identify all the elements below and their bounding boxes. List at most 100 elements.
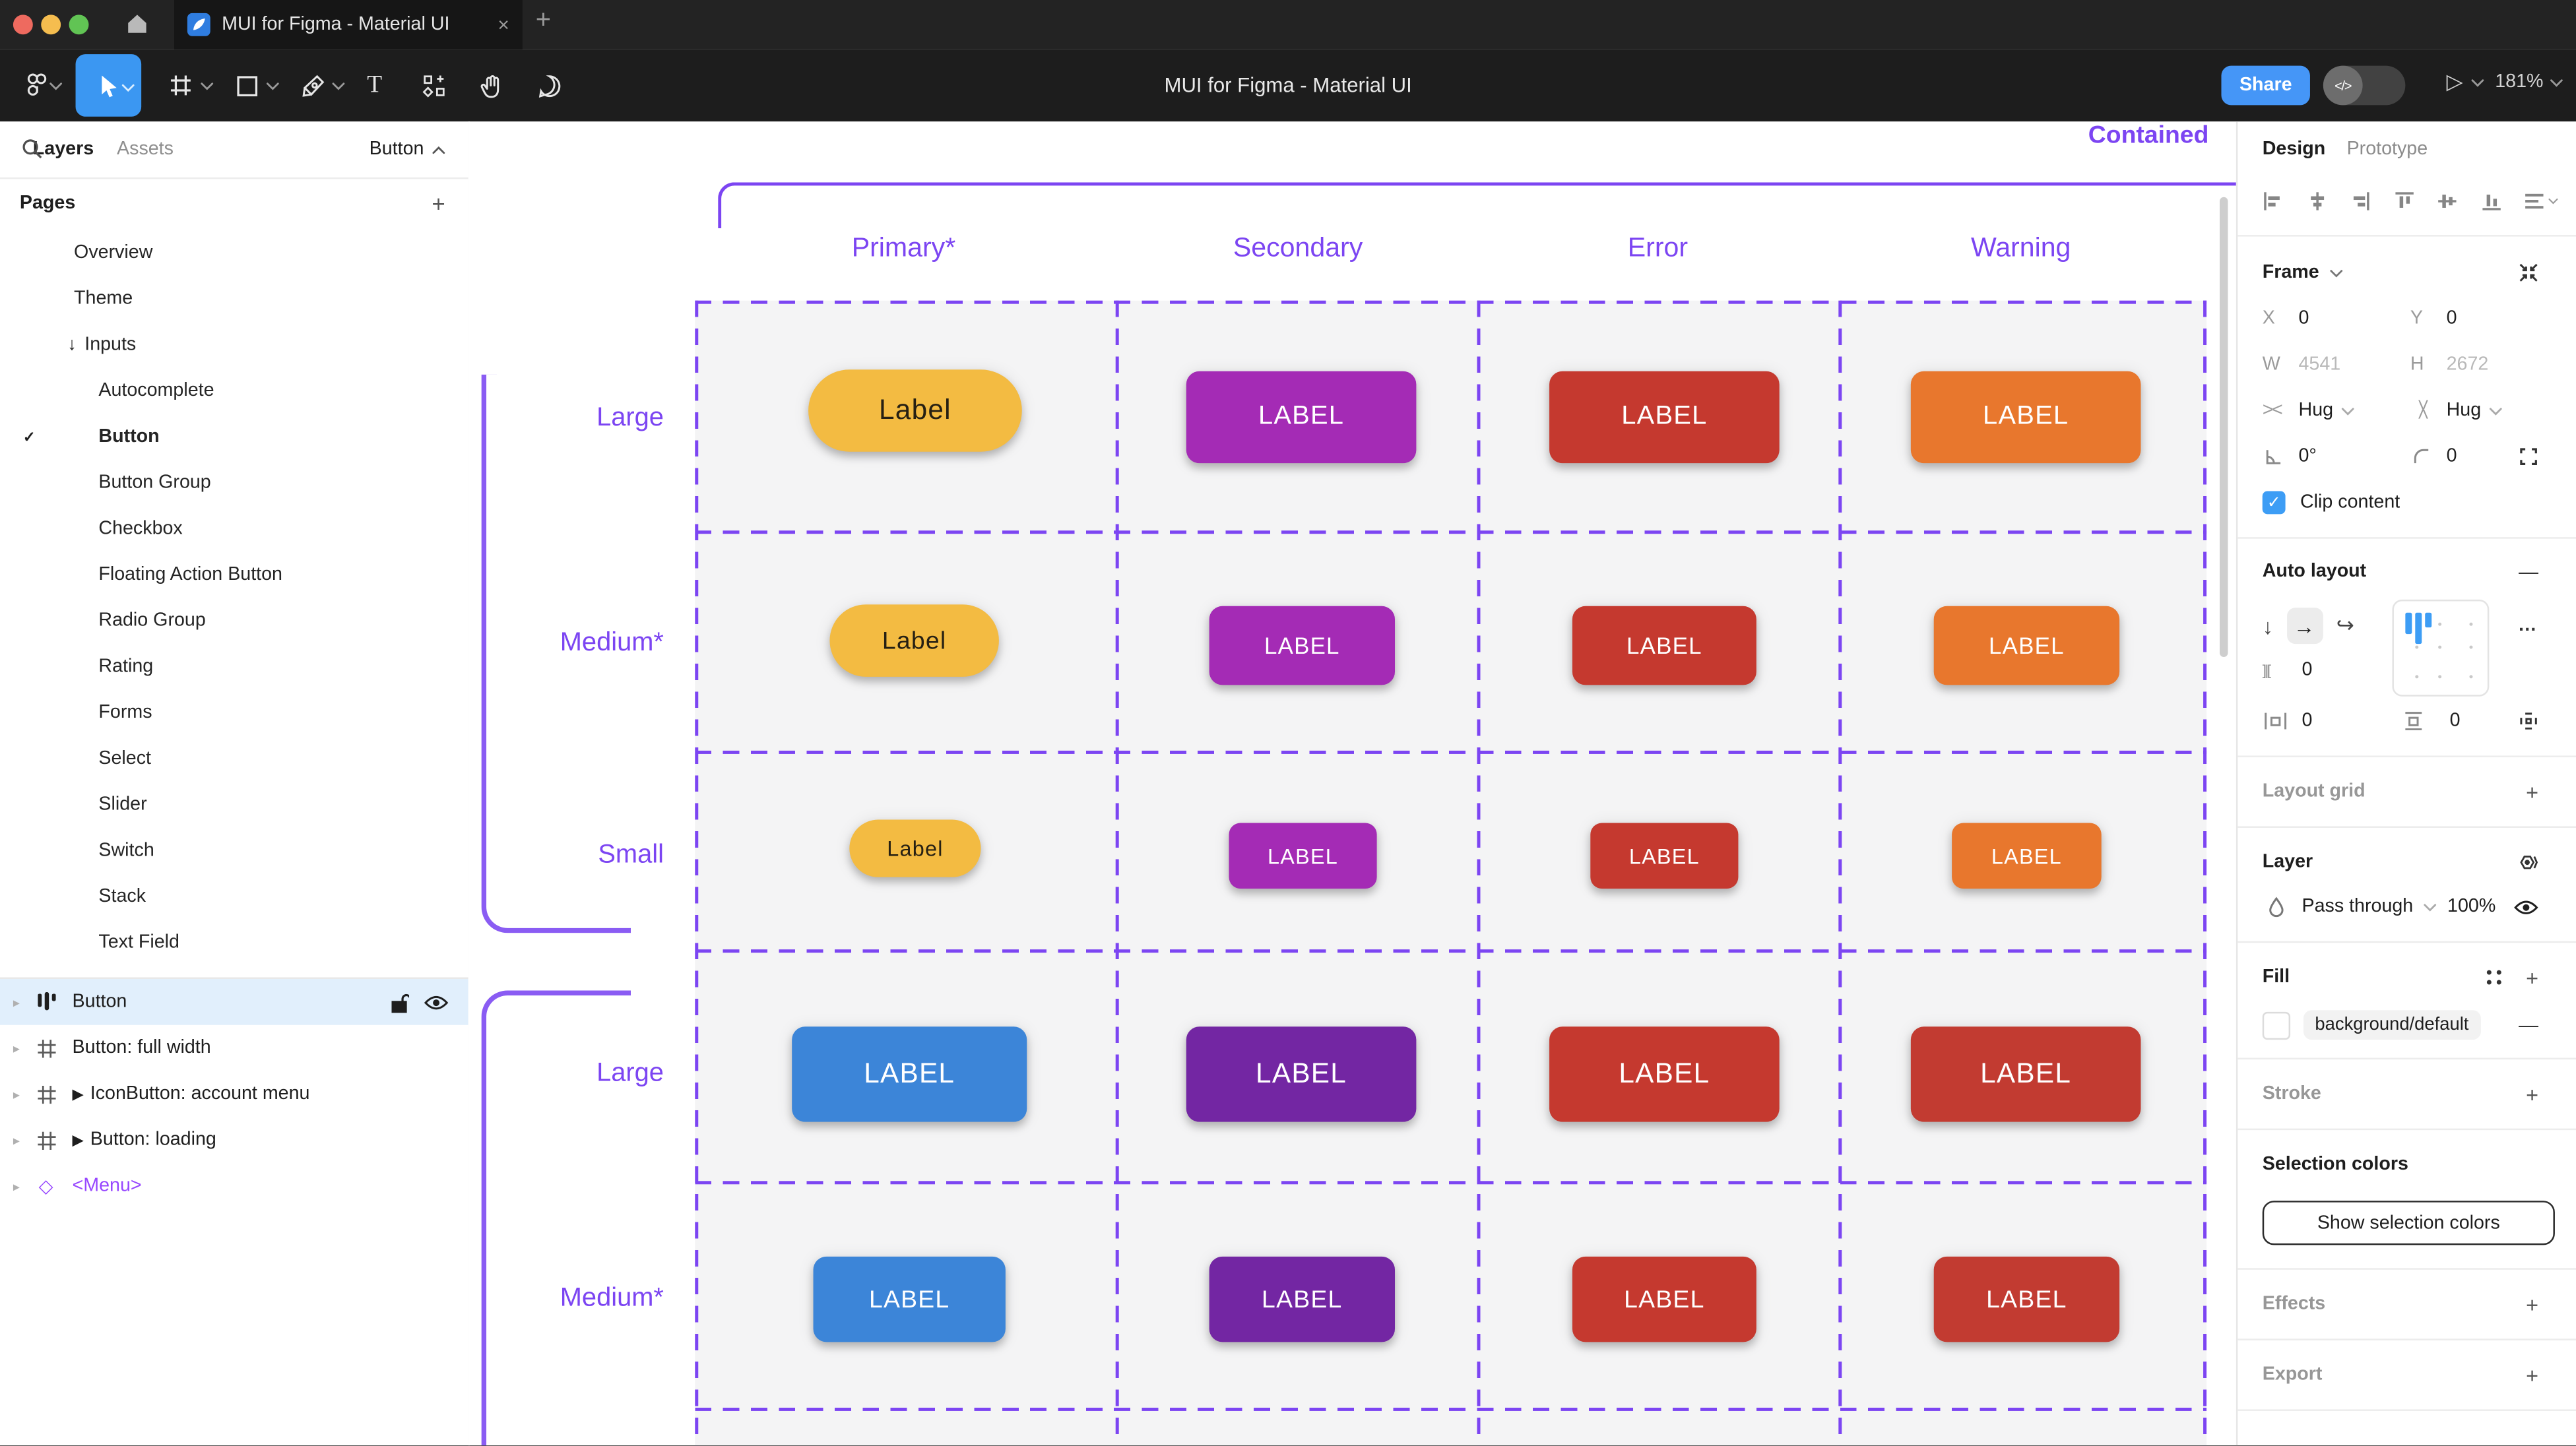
mui-button-sample[interactable]: Label: [849, 819, 981, 877]
mui-button-sample[interactable]: LABEL: [792, 1026, 1027, 1122]
add-fill-button[interactable]: +: [2526, 964, 2539, 990]
individual-padding-icon[interactable]: [2519, 711, 2538, 731]
mui-button-sample[interactable]: LABEL: [1952, 823, 2102, 889]
add-layout-grid-button[interactable]: +: [2526, 779, 2539, 804]
clip-content-checkbox[interactable]: ✓: [2262, 491, 2286, 515]
page-selector[interactable]: Button: [370, 140, 445, 160]
dev-mode-toggle[interactable]: </>: [2323, 65, 2406, 106]
sidebar-page-item[interactable]: Select: [0, 736, 468, 782]
comment-tool-icon[interactable]: [532, 49, 565, 122]
sidebar-page-item[interactable]: Overview: [0, 230, 468, 276]
mui-button-sample[interactable]: LABEL: [1549, 1026, 1780, 1122]
layer-visibility-icon[interactable]: [2514, 898, 2538, 916]
mui-button-sample[interactable]: LABEL: [1549, 371, 1780, 464]
mui-button-sample[interactable]: LABEL: [1933, 1256, 2120, 1342]
tab-prototype[interactable]: Prototype: [2346, 139, 2428, 160]
share-button[interactable]: Share: [2221, 65, 2310, 106]
mui-button-sample[interactable]: LABEL: [1933, 606, 2120, 685]
add-effect-button[interactable]: +: [2526, 1292, 2539, 1317]
shape-tool-icon[interactable]: [230, 49, 263, 122]
expand-chevron-icon[interactable]: ▸: [13, 1132, 20, 1148]
mui-button-sample[interactable]: LABEL: [1229, 823, 1377, 889]
fill-color-swatch[interactable]: [2262, 1011, 2291, 1039]
new-tab-icon[interactable]: +: [535, 6, 552, 35]
align-v-center-icon[interactable]: [2437, 190, 2458, 211]
align-top-icon[interactable]: [2393, 190, 2414, 211]
sidebar-page-item[interactable]: ↓ Inputs: [0, 322, 468, 368]
sidebar-page-item[interactable]: Stack: [0, 874, 468, 920]
sidebar-page-item[interactable]: ✓ Button: [0, 414, 468, 460]
align-h-center-icon[interactable]: [2306, 190, 2327, 211]
maximize-window-button[interactable]: [69, 15, 89, 35]
add-page-button[interactable]: +: [432, 190, 445, 217]
sidebar-page-item[interactable]: Radio Group: [0, 598, 468, 644]
unlock-icon[interactable]: [389, 991, 410, 1013]
mui-button-sample[interactable]: Label: [808, 369, 1022, 452]
zoom-level-select[interactable]: 181%: [2495, 73, 2563, 92]
expand-chevron-icon[interactable]: ▸: [13, 994, 20, 1010]
present-button[interactable]: ▷: [2447, 69, 2484, 96]
main-menu-icon[interactable]: [16, 49, 56, 122]
sidebar-page-item[interactable]: Floating Action Button: [0, 552, 468, 598]
expand-chevron-icon[interactable]: ▸: [13, 1086, 20, 1102]
align-right-icon[interactable]: [2350, 190, 2371, 211]
sidebar-page-item[interactable]: Switch: [0, 828, 468, 874]
tab-assets[interactable]: Assets: [117, 139, 174, 160]
sidebar-page-item[interactable]: Button Group: [0, 460, 468, 506]
show-selection-colors-button[interactable]: Show selection colors: [2262, 1201, 2555, 1245]
corner-radius-field[interactable]: 0: [2410, 447, 2558, 466]
layer-row[interactable]: ▸ ◇ Button: full width: [0, 1025, 468, 1071]
clip-content-row[interactable]: ✓ Clip content: [2262, 489, 2558, 516]
mui-button-sample[interactable]: LABEL: [1186, 1026, 1417, 1122]
gap-field[interactable]: 0: [2302, 660, 2313, 680]
horizontal-resizing-select[interactable]: >< Hug: [2263, 401, 2410, 420]
mui-button-sample[interactable]: LABEL: [1572, 606, 1756, 685]
expand-chevron-icon[interactable]: ▸: [13, 1040, 20, 1055]
sidebar-page-item[interactable]: Rating: [0, 644, 468, 690]
frame-tool-chevron-icon[interactable]: [201, 82, 214, 90]
minimize-window-button[interactable]: [41, 15, 61, 35]
remove-fill-button[interactable]: —: [2519, 1013, 2539, 1037]
home-icon[interactable]: [125, 11, 149, 44]
sidebar-page-item[interactable]: Slider: [0, 782, 468, 828]
close-tab-icon[interactable]: ×: [498, 13, 509, 36]
resources-tool-icon[interactable]: [417, 49, 450, 122]
layer-row[interactable]: ▸ ◇ ▶ IconButton: account menu: [0, 1071, 468, 1117]
direction-horizontal-icon[interactable]: →: [2286, 608, 2323, 644]
blend-mode-select[interactable]: Pass through: [2302, 896, 2414, 917]
collapse-panel-icon[interactable]: [2519, 263, 2538, 282]
sidebar-page-item[interactable]: Autocomplete: [0, 368, 468, 414]
layer-row[interactable]: ▸ ◇ Button: [0, 979, 468, 1025]
add-export-button[interactable]: +: [2526, 1362, 2539, 1387]
mui-button-sample[interactable]: LABEL: [1572, 1256, 1756, 1342]
remove-auto-layout-button[interactable]: —: [2519, 560, 2539, 583]
blend-mode-icon[interactable]: [2515, 851, 2538, 874]
distribute-menu-icon[interactable]: [2524, 190, 2558, 211]
vertical-padding-field[interactable]: 0: [2449, 711, 2461, 732]
align-left-icon[interactable]: [2263, 190, 2284, 211]
pen-tool-chevron-icon[interactable]: [332, 82, 345, 90]
mui-button-sample[interactable]: LABEL: [1209, 1256, 1396, 1342]
layer-row[interactable]: ▸ ◇ ▶ Button: loading: [0, 1117, 468, 1163]
fill-styles-icon[interactable]: [2486, 969, 2503, 986]
mui-button-sample[interactable]: LABEL: [1910, 371, 2141, 464]
frame-type-label[interactable]: Frame: [2262, 263, 2319, 283]
pen-tool-icon[interactable]: [298, 49, 331, 122]
layer-row[interactable]: ▸ ◇ <Menu>: [0, 1163, 468, 1209]
alignment-widget[interactable]: [2392, 599, 2490, 697]
rotation-field[interactable]: 0°: [2263, 447, 2410, 466]
vertical-resizing-select[interactable]: >< Hug: [2410, 399, 2558, 420]
tab-design[interactable]: Design: [2262, 139, 2326, 160]
add-stroke-button[interactable]: +: [2526, 1081, 2539, 1107]
hand-tool-icon[interactable]: [475, 49, 508, 122]
wrap-icon[interactable]: ↩: [2335, 612, 2354, 638]
opacity-field[interactable]: 100%: [2447, 896, 2496, 917]
mui-button-sample[interactable]: LABEL: [1910, 1026, 2141, 1122]
sidebar-page-item[interactable]: Theme: [0, 276, 468, 322]
mui-button-sample[interactable]: LABEL: [1209, 606, 1396, 685]
